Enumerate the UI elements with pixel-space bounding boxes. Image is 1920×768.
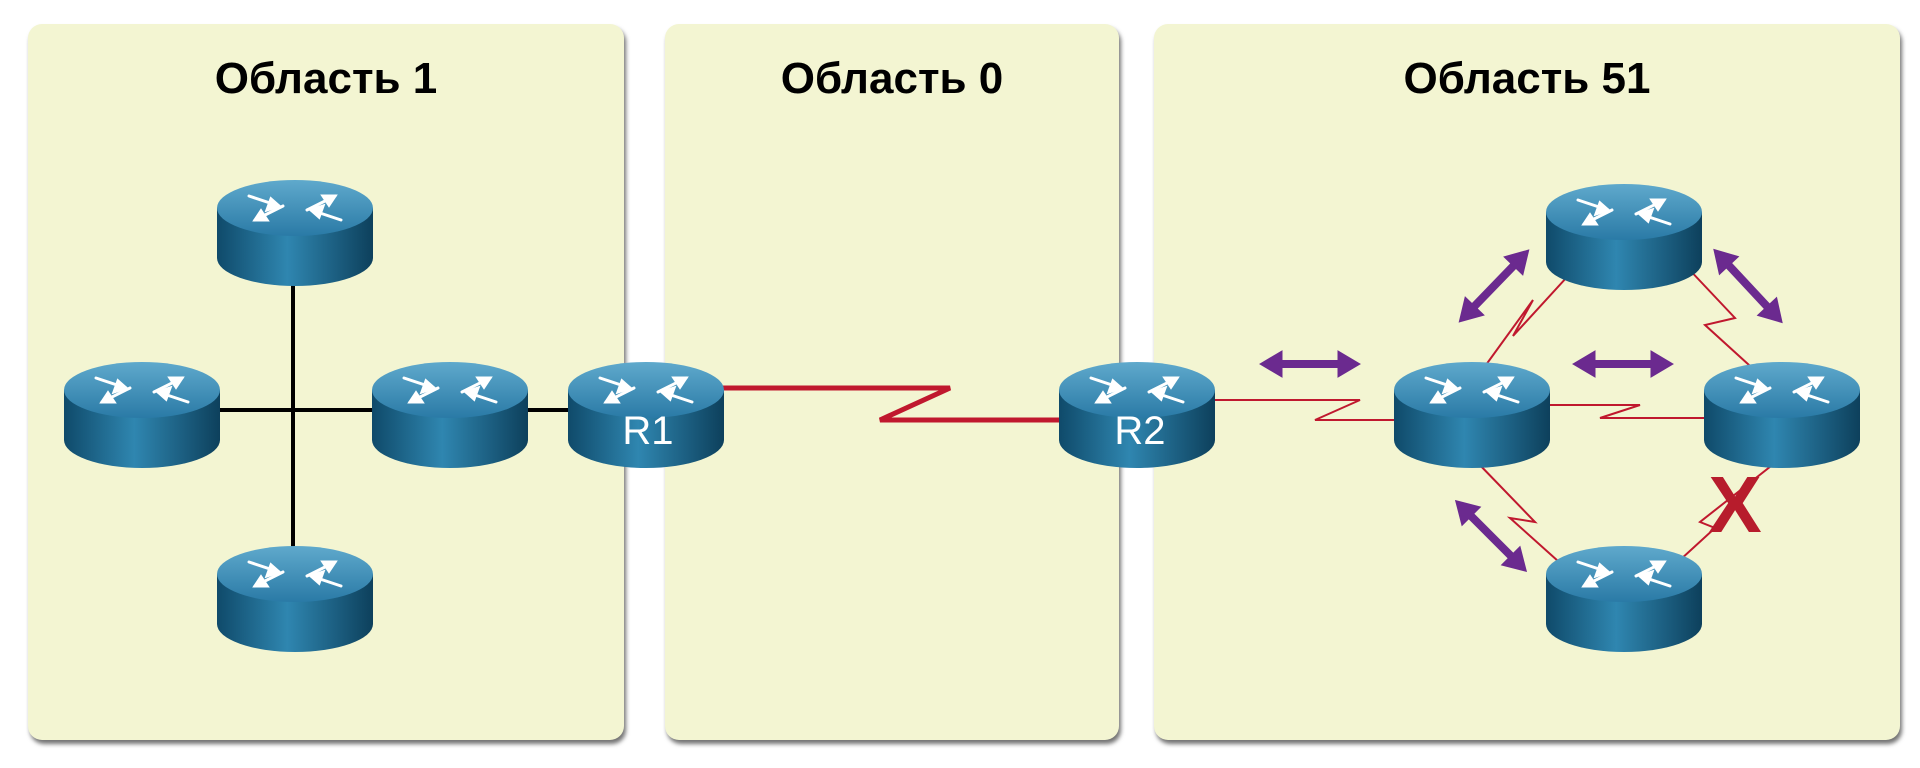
router-r1-label: R1 <box>622 409 673 453</box>
router-icon <box>1392 360 1552 470</box>
link-failure-x-marker: X <box>1708 460 1761 549</box>
area-51-title: Область 51 <box>1403 54 1651 103</box>
router-r2-label: R2 <box>1114 409 1165 453</box>
router-icon <box>215 544 375 654</box>
double-arrow-icon <box>1704 241 1791 332</box>
router-icon <box>1702 360 1862 470</box>
router-icon <box>215 178 375 288</box>
area-0-title: Область 0 <box>780 54 1004 103</box>
router-icon <box>370 360 530 470</box>
router-icon <box>1544 182 1704 292</box>
double-arrow-icon <box>1446 491 1535 580</box>
double-arrow-icon <box>1260 351 1360 377</box>
area-51-links <box>1200 264 1786 571</box>
router-icon <box>62 360 222 470</box>
double-arrow-icon <box>1450 241 1538 331</box>
router-icon <box>1544 544 1704 654</box>
serial-link <box>1540 404 1780 419</box>
failed-serial-link <box>1679 454 1786 561</box>
area-0-panel: Область 0 <box>665 24 1119 740</box>
area-1-title: Область 1 <box>214 54 438 103</box>
serial-link <box>1474 264 1579 381</box>
serial-link <box>1474 459 1569 571</box>
serial-link <box>1684 264 1761 376</box>
double-arrow-icon <box>1573 351 1673 377</box>
serial-link-r1-r2 <box>700 385 1110 423</box>
